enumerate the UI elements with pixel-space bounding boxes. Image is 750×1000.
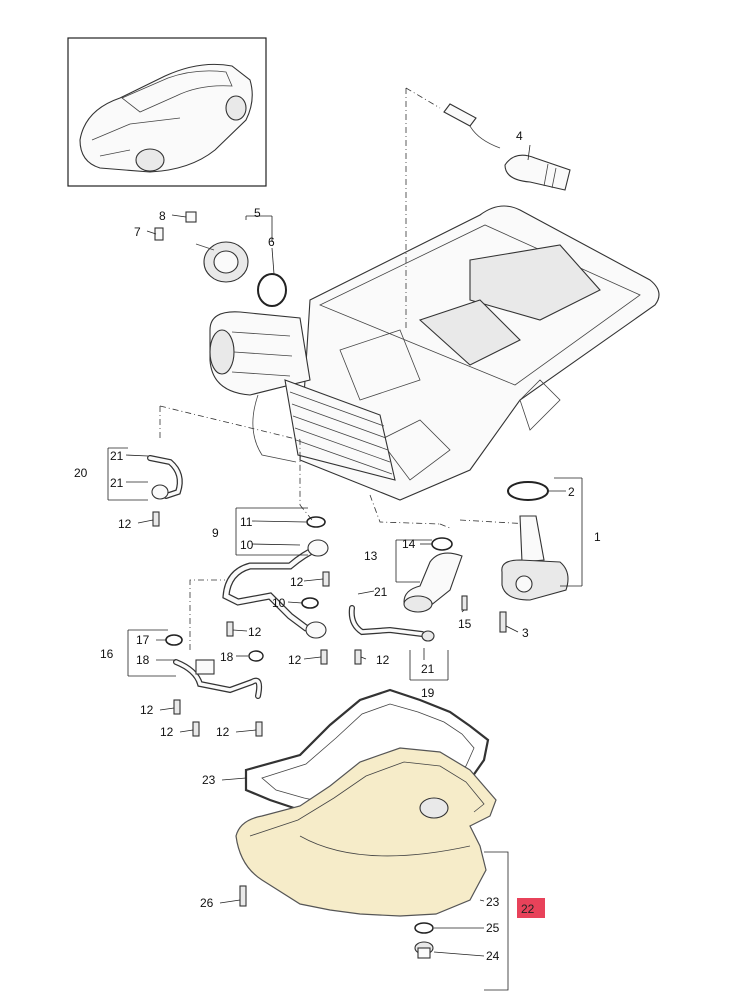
o-ring-part-14 bbox=[431, 537, 453, 551]
label-part-6[interactable]: 6 bbox=[268, 235, 275, 249]
oil-pipe-part-20 bbox=[147, 455, 183, 500]
label-part-26[interactable]: 26 bbox=[200, 896, 214, 910]
label-part-3[interactable]: 3 bbox=[522, 626, 529, 640]
o-ring-part-17 bbox=[165, 634, 183, 646]
bolt-part-26 bbox=[239, 885, 247, 907]
oil-filter-housing bbox=[209, 311, 311, 396]
oil-pipe-part-16 bbox=[173, 659, 263, 699]
label-part-21-b[interactable]: 21 bbox=[110, 476, 124, 490]
oil-pan-part-22 bbox=[235, 747, 497, 917]
label-part-18-a[interactable]: 18 bbox=[136, 653, 150, 667]
label-part-19[interactable]: 19 bbox=[421, 686, 435, 700]
vehicle-thumbnail bbox=[67, 37, 267, 187]
label-part-12-a[interactable]: 12 bbox=[118, 517, 132, 531]
sensor-part-4 bbox=[443, 103, 571, 191]
label-part-20[interactable]: 20 bbox=[74, 466, 88, 480]
oil-level-sensor-part-1 bbox=[501, 515, 569, 601]
label-part-12-h[interactable]: 12 bbox=[216, 725, 230, 739]
bolts bbox=[152, 511, 362, 737]
engine-block bbox=[299, 205, 660, 501]
label-part-8[interactable]: 8 bbox=[159, 209, 166, 223]
label-part-21-a[interactable]: 21 bbox=[110, 449, 124, 463]
drain-plug-part-24 bbox=[414, 941, 434, 959]
label-part-12-b[interactable]: 12 bbox=[290, 575, 304, 589]
label-part-12-g[interactable]: 12 bbox=[160, 725, 174, 739]
label-part-13[interactable]: 13 bbox=[364, 549, 378, 563]
highlight-box[interactable] bbox=[517, 898, 545, 918]
leader-lines bbox=[107, 144, 583, 991]
label-part-18-b[interactable]: 18 bbox=[220, 650, 234, 664]
label-part-12-f[interactable]: 12 bbox=[140, 703, 154, 717]
part-labels: 4 5 6 7 8 20 21 21 12 9 11 10 12 10 12 1… bbox=[74, 129, 601, 963]
label-part-12-e[interactable]: 12 bbox=[376, 653, 390, 667]
oil-cooler bbox=[252, 379, 396, 481]
label-part-12-c[interactable]: 12 bbox=[248, 625, 262, 639]
o-ring-part-6 bbox=[257, 273, 287, 307]
oil-pickup-part-13 bbox=[403, 552, 468, 613]
label-part-1[interactable]: 1 bbox=[594, 530, 601, 544]
label-part-14[interactable]: 14 bbox=[402, 537, 416, 551]
label-part-16[interactable]: 16 bbox=[100, 647, 114, 661]
label-part-12-d[interactable]: 12 bbox=[288, 653, 302, 667]
oil-pipe-part-19 bbox=[348, 605, 435, 642]
o-ring-part-2 bbox=[507, 481, 549, 501]
label-part-21-d[interactable]: 21 bbox=[421, 662, 435, 676]
label-part-10-b[interactable]: 10 bbox=[272, 596, 286, 610]
pulley-part-5 bbox=[154, 211, 249, 283]
label-part-4[interactable]: 4 bbox=[516, 129, 523, 143]
label-part-7[interactable]: 7 bbox=[134, 225, 141, 239]
label-part-10-a[interactable]: 10 bbox=[240, 538, 254, 552]
label-part-22[interactable]: 22 bbox=[521, 902, 535, 916]
o-ring-part-11 bbox=[306, 516, 326, 528]
label-part-25[interactable]: 25 bbox=[486, 921, 500, 935]
label-part-11[interactable]: 11 bbox=[240, 515, 253, 529]
highlight-callout-22[interactable]: 22 bbox=[517, 898, 545, 918]
label-part-5[interactable]: 5 bbox=[254, 206, 261, 220]
car-icon bbox=[79, 63, 253, 173]
label-part-17[interactable]: 17 bbox=[136, 633, 150, 647]
o-ring-part-18 bbox=[248, 650, 264, 662]
oil-pipe-part-8 bbox=[222, 539, 329, 639]
o-ring-part-10 bbox=[301, 597, 319, 609]
label-part-21-c[interactable]: 21 bbox=[374, 585, 388, 599]
washer-part-25 bbox=[414, 922, 434, 934]
label-part-23-a[interactable]: 23 bbox=[202, 773, 216, 787]
label-part-23-b[interactable]: 23 bbox=[486, 895, 500, 909]
label-part-8-b[interactable]: 9 bbox=[212, 526, 219, 540]
bolt-part-3 bbox=[499, 611, 507, 633]
label-part-2[interactable]: 2 bbox=[568, 485, 575, 499]
label-part-15[interactable]: 15 bbox=[458, 617, 472, 631]
label-part-24[interactable]: 24 bbox=[486, 949, 500, 963]
